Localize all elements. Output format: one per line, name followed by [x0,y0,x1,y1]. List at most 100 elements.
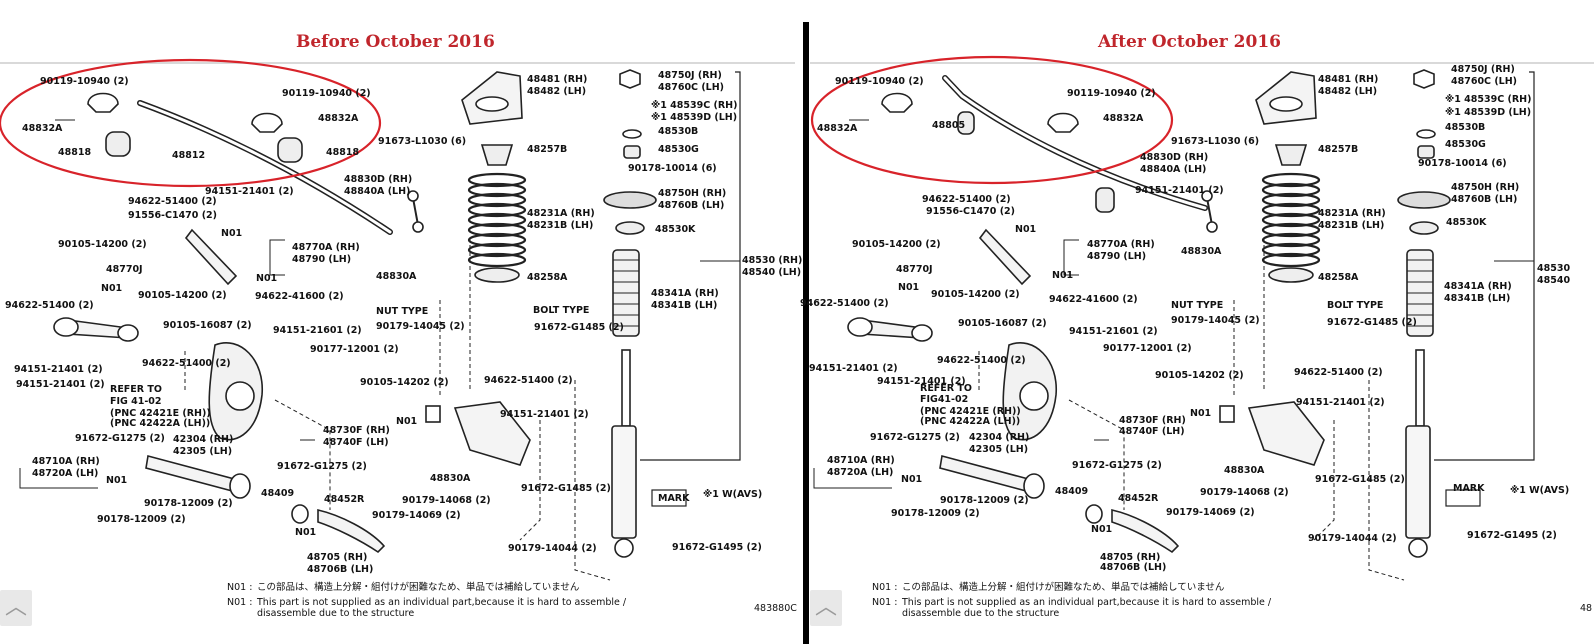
part-label: 94622-51400 (2) [484,375,573,386]
part-label: 48231A (RH) [1318,208,1386,219]
part-label: 91673-L1030 (6) [378,136,466,147]
part-label: 94151-21401 (2) [877,376,966,387]
top-border-line [810,62,1594,64]
lateral-link [317,508,386,554]
part-label: 48750H (RH) [658,188,726,199]
part-label: ※1 48539D (LH) [651,112,737,123]
link-ball-joint [412,221,424,233]
note-label: N01 : [227,582,253,593]
cushion [623,145,641,159]
hub-bore [1019,381,1049,411]
coil-spring-turn [1261,222,1321,238]
part-label: (PNC 42421E (RH)) [920,406,1021,417]
stabilizer-bar-highlight [138,101,392,234]
leader-line [1063,239,1079,276]
note-jp: N01 :この部品は、構造上分解・組付けが困難なため、単品では補給していません [872,582,1224,593]
coil-spring-turn [1261,232,1321,248]
note-label: N01 : [872,597,898,608]
coil-spring-turn [1261,202,1321,218]
note-jp: N01 :この部品は、構造上分解・組付けが困難なため、単品では補給していません [227,582,579,593]
part-label: ※1 48539C (RH) [651,100,737,111]
shock-bushing [1408,538,1428,558]
coil-spring-turn [467,192,527,208]
coil-spring-turn [1261,252,1321,268]
spring-insulator-upper [1274,144,1308,166]
part-label: ※1 W(AVS) [703,489,762,500]
part-label: 48482 (LH) [527,86,586,97]
stabilizer-bracket [881,92,913,113]
part-label: 90179-14069 (2) [1166,507,1255,518]
part-label: 90119-10940 (2) [282,88,371,99]
part-label: 90179-14068 (2) [402,495,491,506]
coil-spring-turn [467,242,527,258]
part-label: MARK [658,493,690,504]
part-label: 91672-G1485 (2) [521,483,611,494]
shock-body [1405,425,1431,539]
arm-bushing [847,317,873,337]
part-label: 48530B [1445,122,1485,133]
part-label: 48710A (RH) [32,456,100,467]
part-label: 48257B [1318,144,1358,155]
highlight-circle [810,55,1174,185]
note-line: disassemble due to the structure [902,608,1060,619]
part-label: 48832A [1103,113,1144,124]
scroll-up-button[interactable]: ︿ [810,590,842,626]
part-label: 48812 [172,150,205,161]
part-label: 94151-21601 (2) [1069,326,1158,337]
spring-insulator-upper [480,144,514,166]
stabilizer-bushing [277,137,303,163]
note-line: This part is not supplied as an individu… [902,597,1272,608]
mark-box [651,489,687,507]
part-label: 91672-G1275 (2) [277,461,367,472]
part-label: 48720A (LH) [32,468,98,479]
stabilizer-bracket [251,112,283,133]
part-label: 48341B (LH) [1444,293,1510,304]
part-label: 42304 (RH) [173,434,233,445]
part-label: 48540 (LH) [742,267,801,278]
scroll-up-button[interactable]: ︿ [0,590,32,626]
arm-bushing [911,324,933,342]
part-label: 48231A (RH) [527,208,595,219]
arm-bushing [229,473,251,499]
part-label: 48409 [1055,486,1088,497]
parts-diagram: 90119-10940 (2) 48832A 48818 48812 90119-109… [0,58,802,581]
part-label: BOLT TYPE [533,305,589,316]
part-label: 48706B (LH) [1100,562,1166,573]
part-label: 94151-21401 (2) [16,379,105,390]
part-label: 90105-14200 (2) [931,289,1020,300]
part-label: N01 [1015,224,1036,235]
leader-line [269,239,285,276]
part-label: 48830D (RH) [344,174,412,185]
part-label: 48832A [22,123,63,134]
arm-bushing [1023,473,1045,499]
coil-spring-turn [467,232,527,248]
nut [1413,69,1435,89]
nut [619,69,641,89]
leader-line [813,468,892,489]
part-label: 48750H (RH) [1451,182,1519,193]
part-label: ※1 48539C (RH) [1445,94,1531,105]
part-label: NUT TYPE [376,306,428,317]
part-label: 48750J (RH) [658,70,722,81]
part-label: 48818 [58,147,91,158]
coil-spring-turn [467,252,527,268]
leader-line [1434,71,1535,461]
part-label: NUT TYPE [1171,300,1223,311]
part-label: N01 [898,282,919,293]
page-number: 483880C [754,603,797,614]
part-label: (PNC 42422A (LH)) [110,418,210,429]
stabilizer-bushing [1095,187,1115,213]
part-label: 48830A [430,473,471,484]
part-label: 91672-G1275 (2) [75,433,165,444]
arm-bushing [291,504,309,524]
part-label: 94622-41600 (2) [1049,294,1138,305]
part-label: 94151-21401 (2) [14,364,103,375]
part-label: 48258A [1318,272,1359,283]
link-ball-joint [1201,190,1213,202]
coil-spring-turn [1261,212,1321,228]
part-label: 90178-12009 (2) [144,498,233,509]
part-label: 90119-10940 (2) [40,76,129,87]
part-label: 90105-14200 (2) [852,239,941,250]
part-label: 90178-10014 (6) [1418,158,1507,169]
